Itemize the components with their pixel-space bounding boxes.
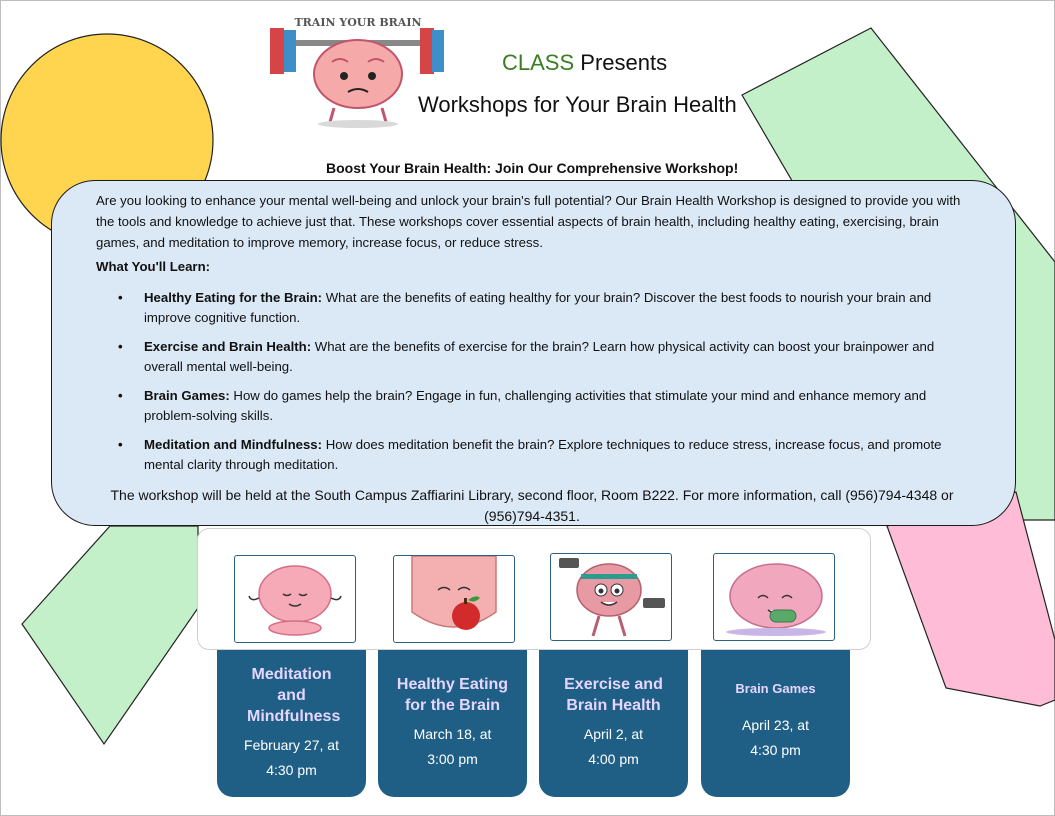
bullet-icon: • (118, 388, 123, 403)
brain-weightlifting-icon: TRAIN YOUR BRAIN (270, 16, 444, 128)
bullet-title: Meditation and Mindfulness: (144, 437, 323, 452)
green-shape-bottom-left (21, 525, 199, 746)
brain-with-dumbbells-icon (559, 558, 665, 637)
card-title: Brain Games (735, 681, 816, 696)
workshop-card-brain-games: Brain Games April 23, at 4:30 pm (701, 650, 850, 797)
card-date: March 18, at 3:00 pm (378, 722, 527, 772)
exercise-thumbnail (550, 553, 672, 641)
card-title: Meditation and Mindfulness (247, 666, 341, 725)
intro-paragraph: Are you looking to enhance your mental w… (96, 193, 961, 250)
bullet-title: Exercise and Brain Health: (144, 339, 312, 354)
pink-shape (886, 491, 1055, 707)
bullet-icon: • (118, 339, 123, 354)
bullet-text: What are the benefits of eating healthy … (144, 290, 932, 325)
bullet-icon: • (118, 290, 123, 305)
workshop-card-exercise: Exercise and Brain Health April 2, at 4:0… (539, 650, 688, 797)
list-item: • Healthy Eating for the Brain: What are … (96, 288, 968, 327)
location-info: The workshop will be held at the South C… (110, 487, 954, 524)
bullet-text: What are the benefits of exercise for th… (144, 339, 935, 374)
meditation-thumbnail (234, 555, 356, 643)
bullet-title: Healthy Eating for the Brain: (144, 290, 323, 305)
brain-with-apple-icon (411, 556, 497, 630)
list-item: • Exercise and Brain Health: What are the… (96, 337, 968, 376)
logo-text: TRAIN YOUR BRAIN (294, 16, 421, 29)
card-date-text: April 2, at (583, 726, 644, 742)
list-item: • Brain Games: How do games help the brai… (96, 386, 968, 425)
card-date: April 2, at 4:00 pm (539, 722, 688, 772)
card-date-text: February 27, at (244, 737, 339, 753)
card-time-text: 3:00 pm (427, 751, 478, 767)
workshop-card-meditation: Meditation and Mindfulness February 27, … (217, 650, 366, 797)
card-date-text: March 18, at (413, 726, 492, 742)
bullet-icon: • (118, 437, 123, 452)
card-date-text: April 23, at (742, 717, 809, 733)
brain-gaming-icon (726, 563, 826, 636)
class-name: CLASS (502, 50, 575, 75)
card-time-text: 4:00 pm (588, 751, 639, 767)
card-time-text: 4:30 pm (266, 762, 317, 778)
bullet-title: Brain Games: (144, 388, 230, 403)
bullet-text: How does meditation benefit the brain? E… (144, 437, 942, 472)
train-your-brain-logo: TRAIN YOUR BRAIN (262, 10, 454, 130)
subtitle: Boost Your Brain Health: Join Our Compre… (326, 160, 739, 176)
learn-heading: What You'll Learn: (96, 259, 211, 274)
presents-text: Presents (574, 50, 668, 75)
bullet-text: How do games help the brain? Engage in f… (144, 388, 927, 423)
card-time-text: 4:30 pm (750, 742, 801, 758)
learn-list: • Healthy Eating for the Brain: What are … (96, 288, 968, 484)
page-title: Workshops for Your Brain Health (418, 92, 737, 117)
card-title: Exercise and Brain Health (564, 676, 663, 714)
meditating-brain-icon (248, 565, 342, 636)
card-date: February 27, at 4:30 pm (217, 733, 366, 783)
list-item: • Meditation and Mindfulness: How does me… (96, 435, 968, 474)
info-panel (51, 180, 1016, 526)
card-title: Healthy Eating for the Brain (396, 676, 509, 714)
brain-games-thumbnail (713, 553, 835, 641)
workshop-card-healthy-eating: Healthy Eating for the Brain March 18, a… (378, 650, 527, 797)
card-date: April 23, at 4:30 pm (701, 713, 850, 763)
class-presents: CLASS Presents (502, 50, 667, 76)
healthy-eating-thumbnail (393, 555, 515, 643)
